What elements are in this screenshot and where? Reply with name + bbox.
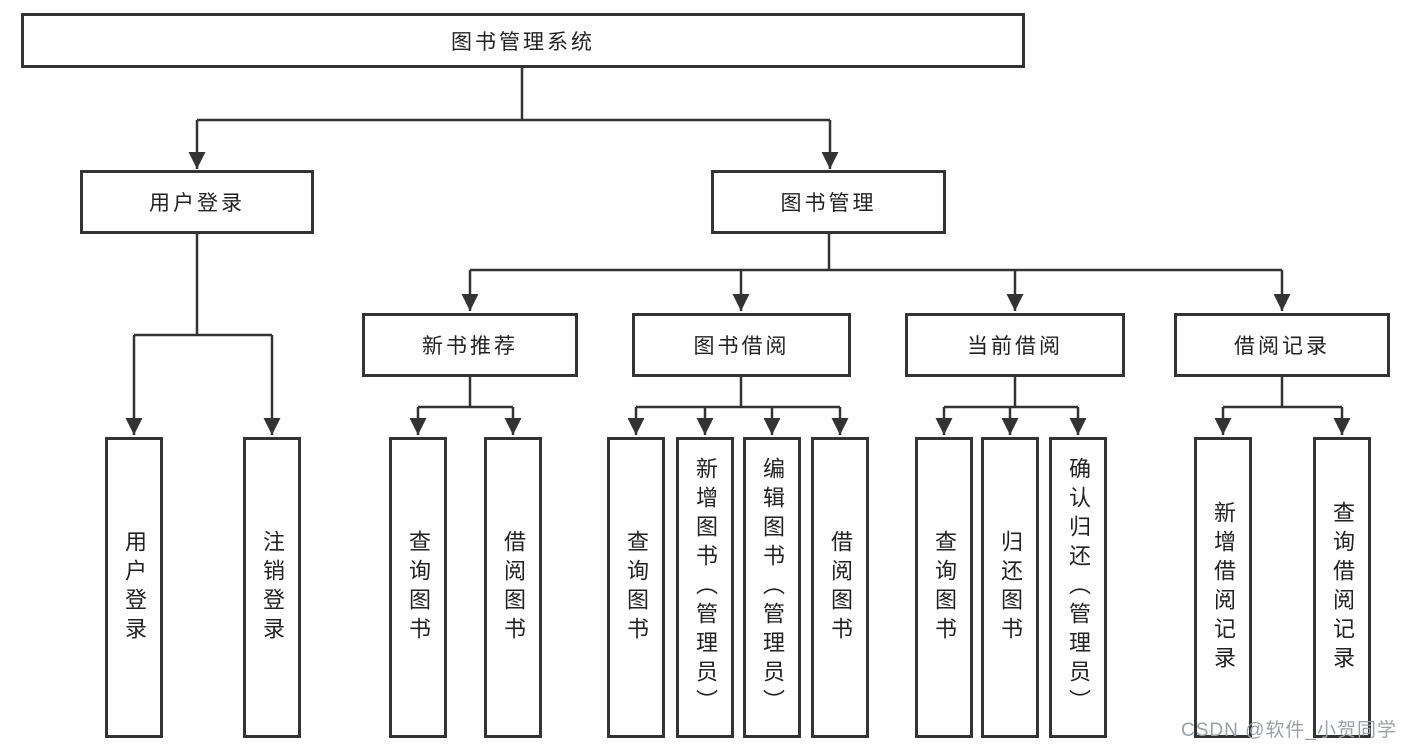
node-library-management-system: 图书管理系统: [21, 13, 1025, 68]
node-label: 归还图书: [998, 529, 1023, 646]
connector-book-management-branch: [470, 234, 1282, 272]
node-label: 注销登录: [260, 529, 285, 646]
node-label: 借阅记录: [1234, 335, 1330, 358]
connector-user-login-branch: [134, 234, 272, 337]
node-label: 借阅图书: [501, 529, 526, 646]
node-current-borrowing: 当前借阅: [905, 313, 1125, 377]
leaf-borrow-books-recommend: 借阅图书: [484, 437, 542, 738]
node-label: 查询图书: [932, 529, 957, 646]
node-book-management: 图书管理: [711, 170, 946, 234]
node-user-login: 用户登录: [80, 170, 314, 234]
node-label: 当前借阅: [967, 335, 1063, 358]
node-new-book-recommendation: 新书推荐: [362, 313, 578, 377]
node-label: 新增图书（管理员）: [693, 457, 718, 718]
connector-new-book-branch: [418, 377, 513, 409]
leaf-logout-login: 注销登录: [243, 437, 301, 738]
connector-borrowing-records-branch: [1223, 377, 1342, 409]
leaf-query-books-borrowing: 查询图书: [607, 437, 665, 738]
node-label: 用户登录: [149, 192, 245, 215]
connector-current-borrowing-branch: [944, 377, 1078, 409]
leaf-return-books: 归还图书: [981, 437, 1039, 738]
node-label: 用户登录: [122, 529, 147, 646]
leaf-add-books-admin: 新增图书（管理员）: [676, 437, 734, 738]
node-label: 查询图书: [624, 529, 649, 646]
node-label: 查询借阅记录: [1330, 500, 1355, 675]
node-label: 图书借阅: [693, 335, 790, 358]
node-label: 确认归还（管理员）: [1066, 457, 1091, 718]
node-label: 编辑图书（管理员）: [760, 457, 785, 718]
leaf-confirm-return-admin: 确认归还（管理员）: [1049, 437, 1107, 738]
leaf-user-login: 用户登录: [105, 437, 163, 738]
node-label: 借阅图书: [828, 529, 853, 646]
leaf-add-borrowing-record: 新增借阅记录: [1194, 437, 1252, 738]
connector-book-borrowing-branch: [636, 377, 840, 409]
leaf-query-borrowing-record: 查询借阅记录: [1313, 437, 1371, 738]
node-label: 图书管理: [780, 192, 877, 215]
watermark: CSDN @软件_小贺同学: [1181, 720, 1397, 741]
leaf-edit-books-admin: 编辑图书（管理员）: [743, 437, 801, 738]
node-book-borrowing: 图书借阅: [632, 313, 851, 377]
node-label: 查询图书: [406, 529, 431, 646]
leaf-query-books-current: 查询图书: [915, 437, 973, 738]
node-borrowing-records: 借阅记录: [1174, 313, 1390, 377]
node-label: 图书管理系统: [451, 30, 595, 54]
node-label: 新增借阅记录: [1211, 500, 1236, 675]
node-label: 新书推荐: [422, 335, 518, 358]
leaf-query-books-recommend: 查询图书: [389, 437, 447, 738]
leaf-borrow-books-borrowing: 借阅图书: [811, 437, 869, 738]
